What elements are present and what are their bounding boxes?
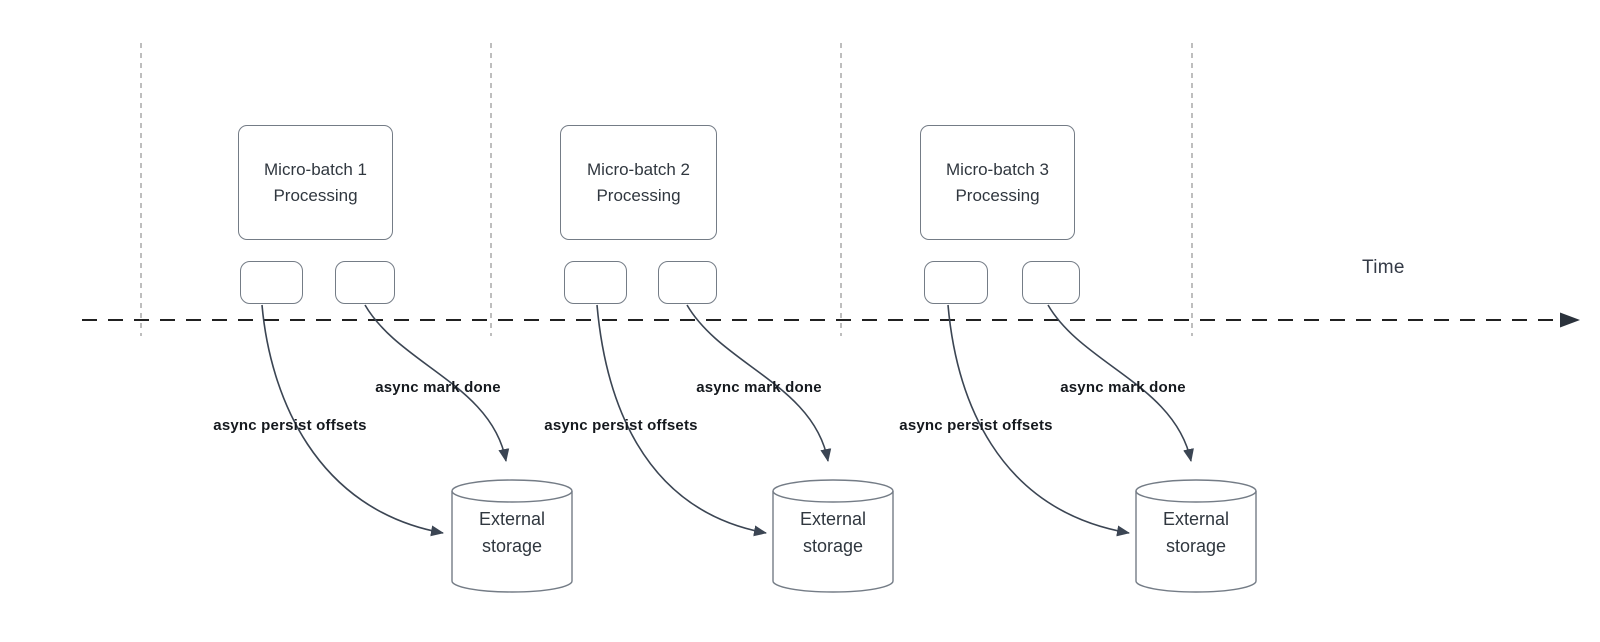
- persist-offsets-curve-1: [261, 304, 444, 537]
- micro-batch-2-title-line1: Micro-batch 2: [587, 159, 690, 179]
- persist-offsets-label-2: async persist offsets: [544, 417, 698, 434]
- persist-offsets-curve-3: [947, 304, 1130, 537]
- micro-batch-3-processing-box: Micro-batch 3 Processing: [920, 125, 1075, 240]
- micro-batch-1-processing-box: Micro-batch 1 Processing: [238, 125, 393, 240]
- task-box-1-left: [240, 261, 303, 304]
- micro-batch-2-title-line2: Processing: [596, 185, 681, 205]
- micro-batch-1-title-line2: Processing: [273, 185, 358, 205]
- micro-batch-3-title-line1: Micro-batch 3: [946, 159, 1049, 179]
- external-storage-label-1: External storage: [478, 509, 546, 556]
- task-box-1-right: [335, 261, 395, 304]
- mark-done-curve-1: [364, 304, 510, 462]
- external-storage-cylinder-2: [772, 479, 894, 593]
- external-storage-label-3: External storage: [1162, 509, 1230, 556]
- persist-offsets-label-1: async persist offsets: [213, 417, 367, 434]
- external-storage-label-2: External storage: [799, 509, 867, 556]
- micro-batch-3-title-line2: Processing: [955, 185, 1040, 205]
- persist-offsets-label-3: async persist offsets: [899, 417, 1053, 434]
- mark-done-label-3: async mark done: [1060, 379, 1186, 396]
- mark-done-label-1: async mark done: [375, 379, 501, 396]
- micro-batch-1-title-line1: Micro-batch 1: [264, 159, 367, 179]
- external-storage-cylinder-1: [451, 479, 573, 593]
- task-box-3-left: [924, 261, 988, 304]
- persist-offsets-curve-2: [596, 304, 767, 537]
- external-storage-cylinder-3: [1135, 479, 1257, 593]
- task-box-2-right: [658, 261, 717, 304]
- task-box-3-right: [1022, 261, 1080, 304]
- micro-batch-2-processing-box: Micro-batch 2 Processing: [560, 125, 717, 240]
- time-axis-label: Time: [1362, 257, 1405, 278]
- time-axis-arrowhead-icon: [1560, 312, 1580, 328]
- task-box-2-left: [564, 261, 627, 304]
- mark-done-curve-3: [1047, 304, 1194, 462]
- mark-done-label-2: async mark done: [696, 379, 822, 396]
- mark-done-curve-2: [686, 304, 832, 462]
